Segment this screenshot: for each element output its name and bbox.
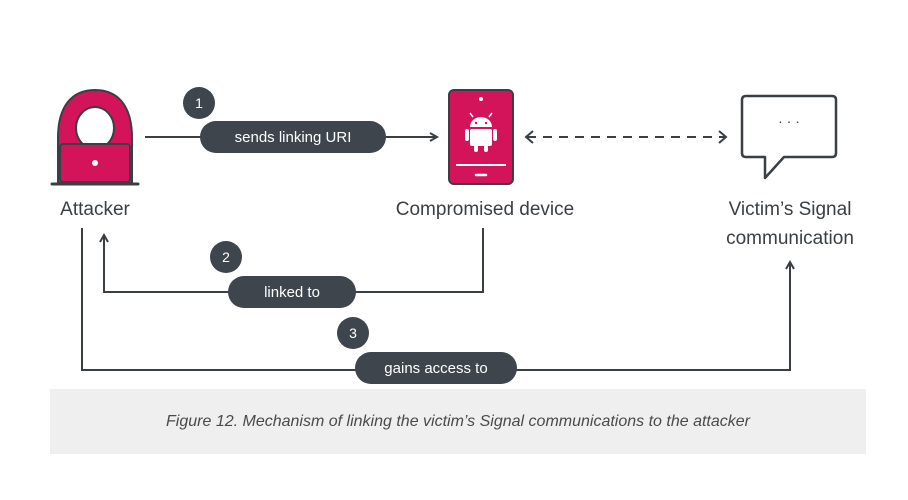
step-badge-2: 2 [210,241,242,273]
victim-label-line1: Victim’s Signal [728,199,852,220]
victim-label-line2: communication [726,228,854,249]
caption-box: Figure 12. Mechanism of linking the vict… [50,389,866,454]
hooded-attacker-icon [50,88,140,186]
step-badge-3: 3 [337,317,369,349]
step-badge-1: 1 [183,87,215,119]
figure-caption: Figure 12. Mechanism of linking the vict… [166,412,750,430]
device-label: Compromised device [395,199,575,220]
dashed-arrow-device-victim [524,130,728,144]
speech-bubble-dots: · · · [778,113,800,129]
attacker-label: Attacker [60,199,130,220]
arrow-step-3 [81,228,790,371]
android-phone-icon [448,89,514,185]
step-label-2: linked to [228,276,356,308]
step-label-1: sends linking URI [200,121,386,153]
step-label-3: gains access to [355,352,517,384]
speech-bubble-icon [740,94,838,180]
